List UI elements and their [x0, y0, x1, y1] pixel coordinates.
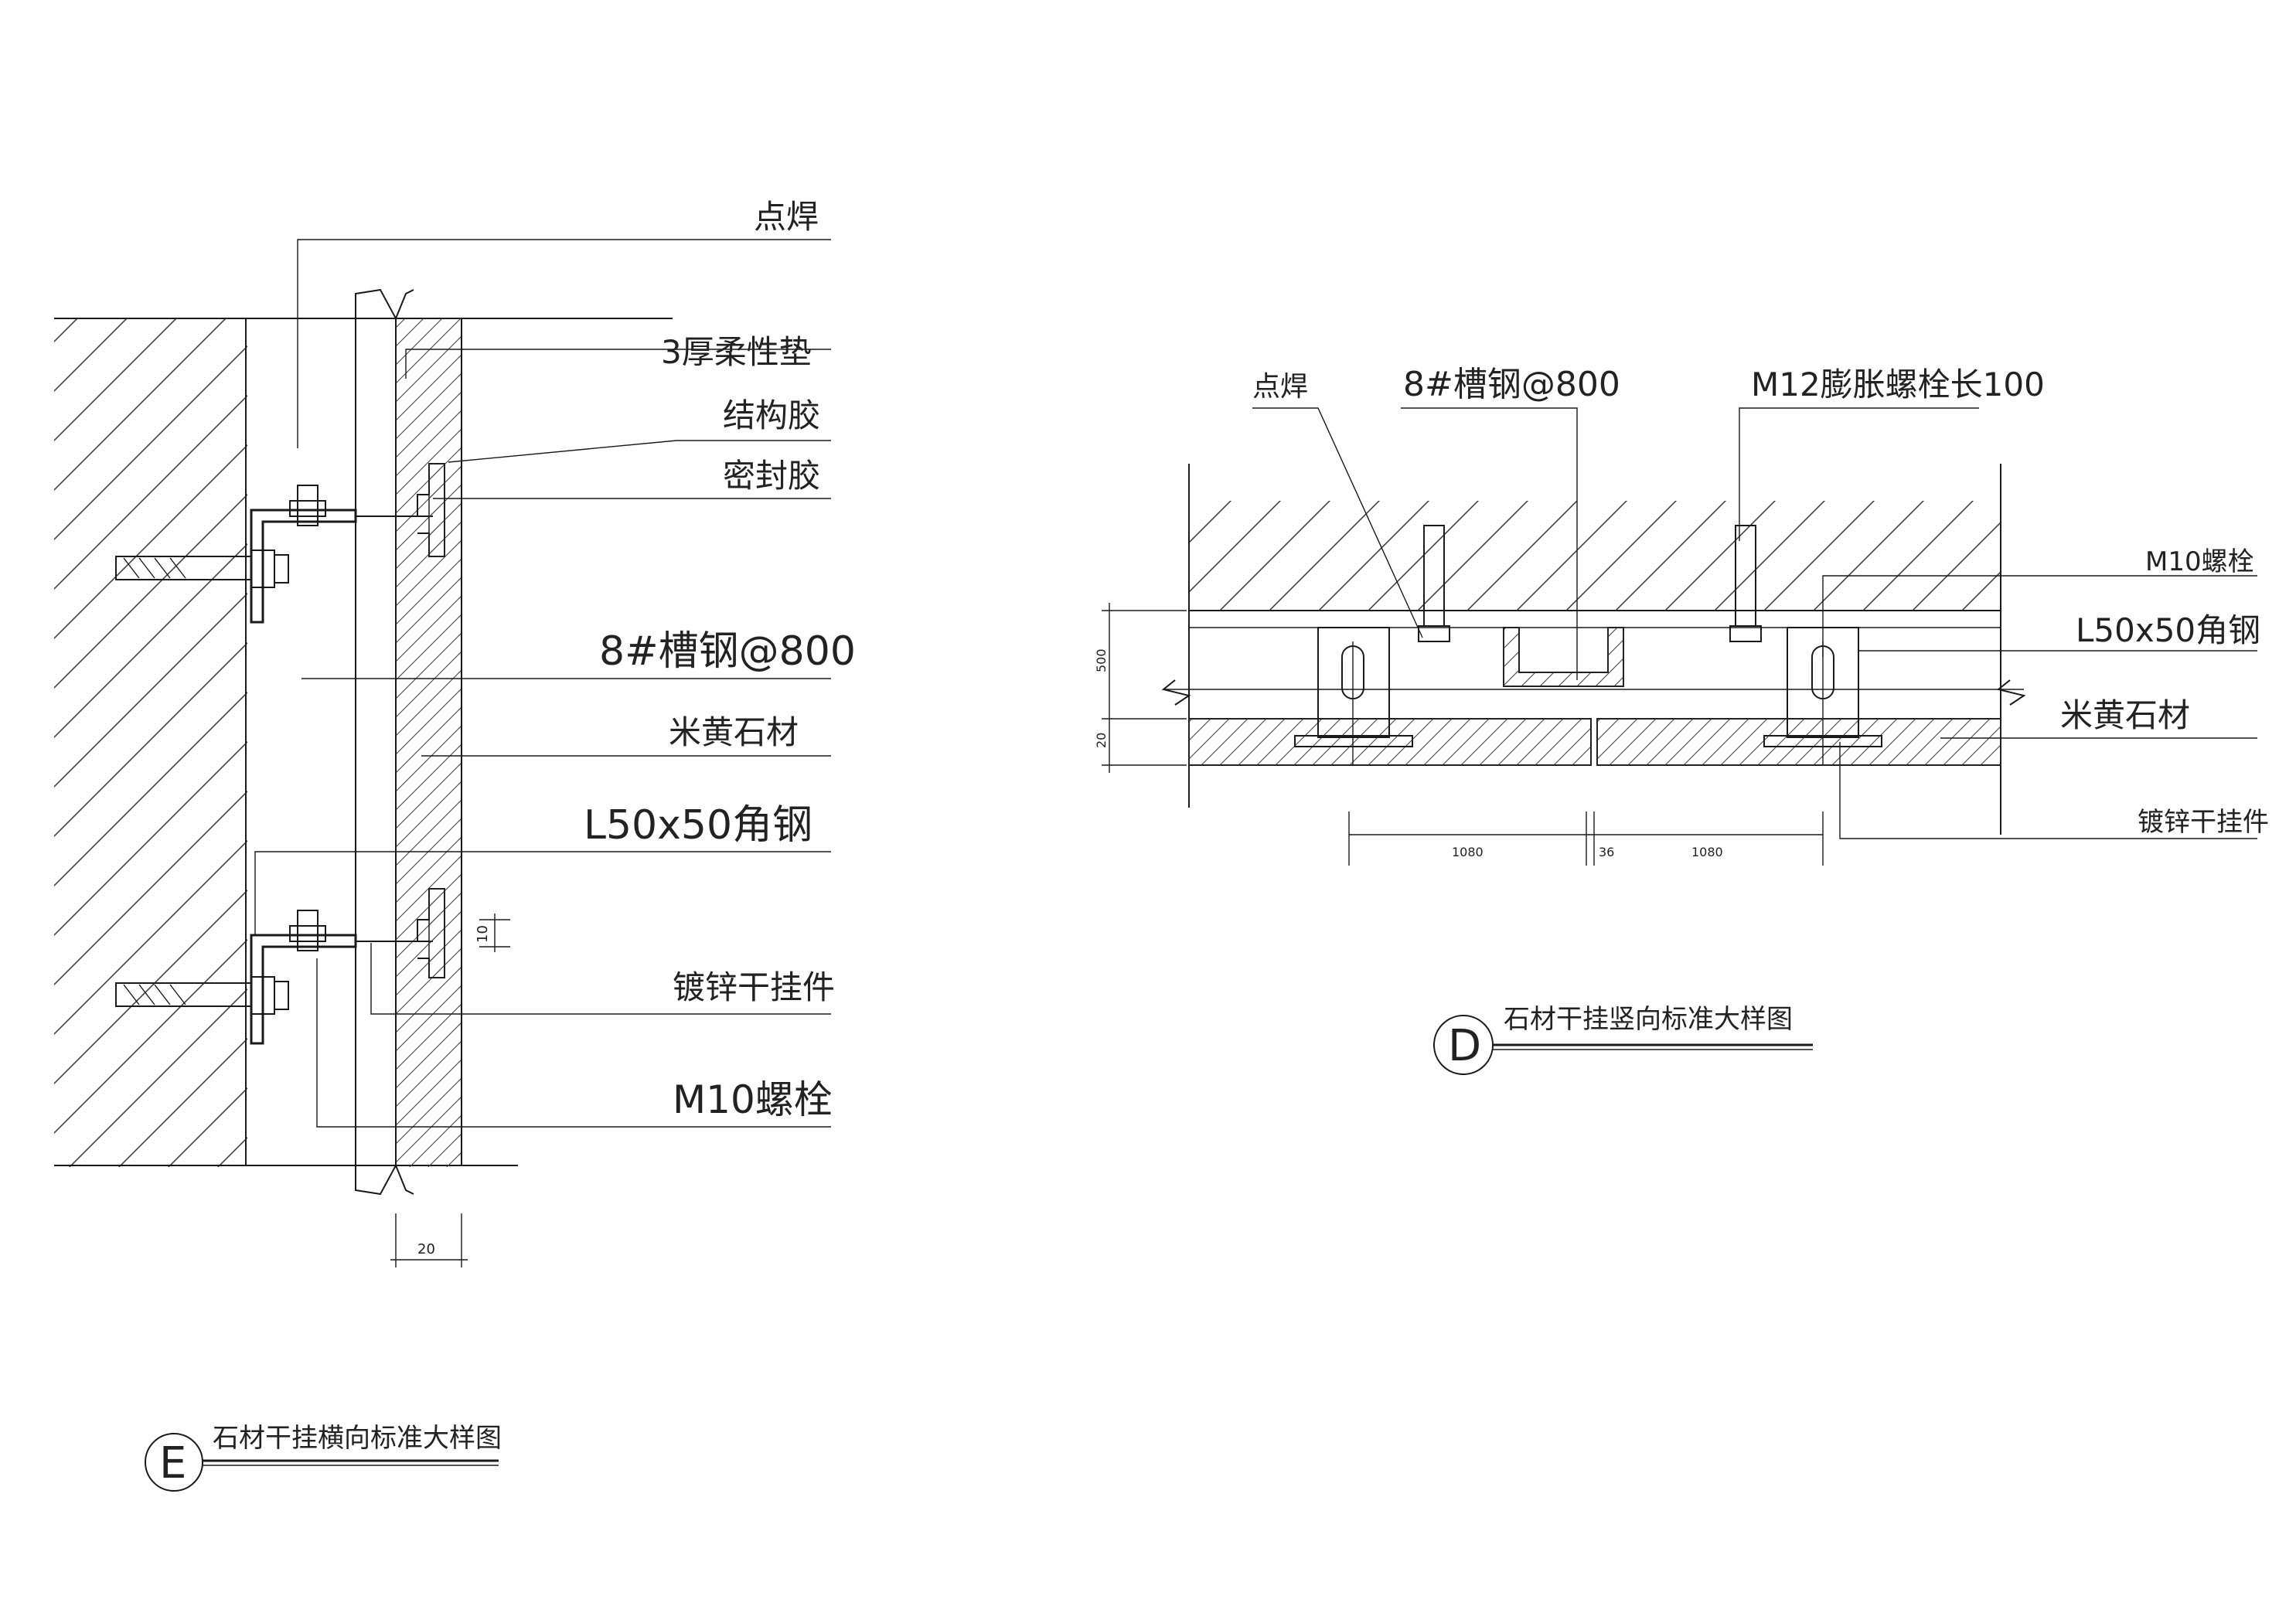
dim-thickness-e: 20 [417, 1241, 435, 1257]
title-block-e: E 石材干挂横向标准大样图 [145, 1423, 502, 1492]
label-galvanized-hanger-e: 镀锌干挂件 [673, 968, 835, 1006]
dim-depth-d: 500 [1094, 648, 1109, 672]
label-structural-glue: 结构胶 [723, 396, 820, 434]
dim-span-right: 1080 [1691, 845, 1723, 859]
detail-e: 20 10 点焊 3厚柔性垫 结构胶 密封胶 8#槽钢@800 米黄石材 L50… [54, 198, 856, 1492]
label-angle-steel-e: L50x50角钢 [584, 802, 812, 849]
label-channel-steel-d: 8#槽钢@800 [1403, 365, 1620, 404]
detail-d: 500 20 1080 36 1080 点焊 8#槽钢@800 M12膨胀螺栓长… [1094, 365, 2269, 1075]
marker-letter-e: E [159, 1438, 186, 1489]
label-channel-steel-e: 8#槽钢@800 [599, 628, 856, 675]
title-e: 石材干挂横向标准大样图 [213, 1423, 502, 1454]
stone-panel [396, 318, 462, 1167]
detail-marker-e [145, 1433, 203, 1492]
stone-panel-right [1596, 718, 2001, 766]
label-sealant: 密封胶 [723, 457, 820, 495]
concrete-wall [54, 318, 247, 1167]
marker-letter-d: D [1448, 1021, 1481, 1071]
label-spot-weld-d: 点焊 [1252, 371, 1308, 403]
title-block-d: D 石材干挂竖向标准大样图 [1433, 1004, 1813, 1075]
dims-e: 20 10 [390, 914, 510, 1267]
leaders-d [1252, 407, 2257, 839]
label-spot-weld-e: 点焊 [754, 198, 819, 236]
leaders-e [254, 239, 831, 1128]
label-flexible-pad: 3厚柔性垫 [661, 333, 812, 371]
dims-d: 500 20 1080 36 1080 [1094, 603, 1824, 866]
label-stone-d: 米黄石材 [2060, 696, 2190, 734]
dim-gap-e: 10 [475, 925, 491, 943]
lower-bracket [115, 888, 445, 1045]
expansion-bolts [1418, 525, 1762, 642]
label-expansion-bolt: M12膨胀螺栓长100 [1751, 366, 2045, 403]
bracket-right [1763, 627, 1882, 765]
dim-joint: 36 [1599, 845, 1614, 859]
bracket-left [1294, 627, 1413, 765]
label-galvanized-hanger-d: 镀锌干挂件 [2138, 807, 2269, 838]
label-bolt-d: M10螺栓 [2145, 546, 2254, 577]
channel-steel-section [1503, 627, 1624, 687]
upper-bracket [115, 463, 445, 624]
dim-stone-thickness-d: 20 [1094, 733, 1109, 748]
title-d: 石材干挂竖向标准大样图 [1504, 1004, 1793, 1035]
dim-span-left: 1080 [1452, 845, 1484, 859]
label-stone-e: 米黄石材 [669, 713, 799, 751]
label-angle-steel-d: L50x50角钢 [2076, 611, 2260, 649]
label-bolt-e: M10螺栓 [673, 1077, 833, 1122]
concrete-slab [1189, 501, 2001, 611]
